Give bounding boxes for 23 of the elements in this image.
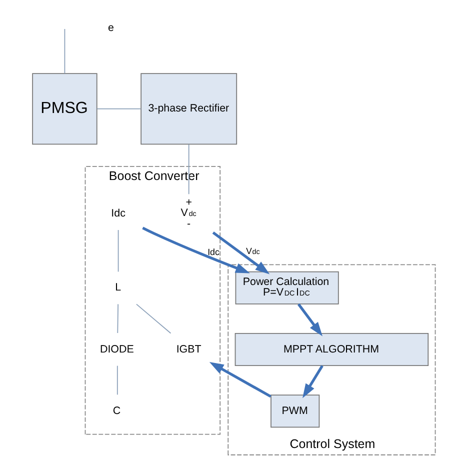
arrow: [208, 362, 271, 398]
arrow: [212, 231, 270, 274]
edge-label: Idc: [207, 246, 219, 257]
arrow: [142, 226, 250, 274]
node-text: IGBT: [176, 343, 201, 356]
node-box: PWM: [270, 394, 320, 428]
node-box: 3-phase Rectifier: [140, 73, 237, 145]
node-text: C: [112, 404, 120, 417]
connector: [117, 230, 118, 272]
node-box: MPPT ALGORITHM: [234, 332, 428, 366]
node-text: L: [114, 282, 121, 294]
node-text: Idc: [110, 208, 125, 220]
connector: [116, 304, 118, 334]
label: e: [108, 22, 114, 34]
connector: [64, 28, 65, 74]
connector: [96, 108, 141, 110]
arrow: [302, 365, 323, 398]
connector: [136, 304, 171, 334]
connector: [116, 365, 118, 396]
connector: [188, 144, 189, 195]
node-text: DIODE: [99, 343, 134, 356]
node-box: PMSG: [32, 73, 97, 145]
arrow: [296, 303, 322, 336]
